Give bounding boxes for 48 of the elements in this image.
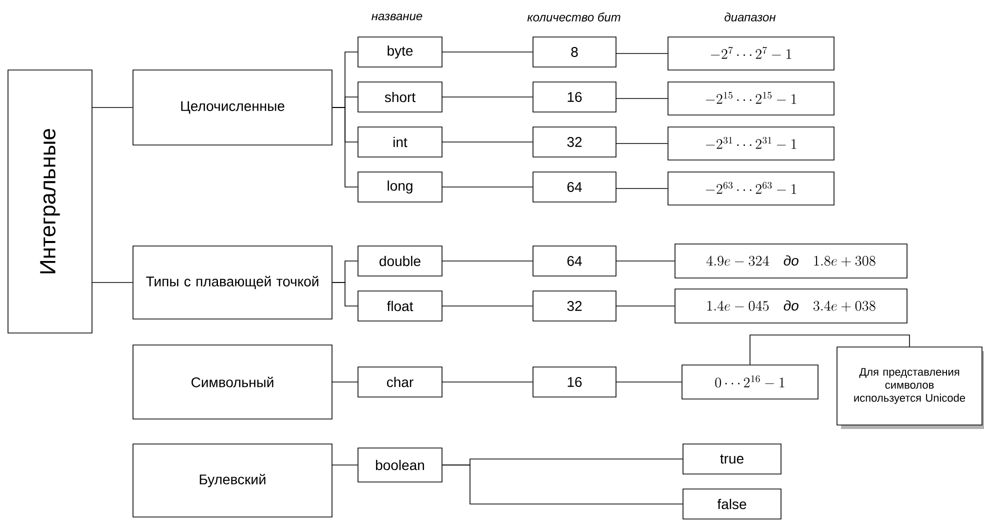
connector-line (750, 334, 910, 365)
connector-line (92, 282, 133, 283)
range-box: $4.9e-324\quad \text{\textit{до}}\quad 1.8e+308$ (674, 244, 908, 278)
group-box: Булевский (132, 444, 332, 518)
connector-line (332, 107, 358, 188)
type-box: 16 (532, 366, 616, 398)
type-box: 64 (532, 246, 616, 276)
type-box: 32 (532, 290, 616, 322)
type-box: byte (358, 36, 442, 68)
range-box: $1.4e-045\quad \text{\textit{до}}\quad 3.4e+038$ (674, 288, 908, 324)
group-box: Целочисленные (132, 70, 332, 146)
connector-line (616, 53, 668, 54)
connector-line (616, 143, 668, 144)
connector-line (616, 260, 675, 262)
type-box: float (358, 290, 442, 322)
range-box: $0\cdots 2^{16}-1$ (682, 364, 818, 400)
connector-line (616, 98, 668, 99)
type-box: 64 (532, 172, 616, 202)
group-box: Типы с плавающей точкой (132, 246, 332, 320)
type-box: int (358, 126, 442, 158)
range-box: $-2^{7}\cdots 2^{7}-1$ (668, 36, 834, 70)
type-box: double (358, 246, 442, 276)
type-box: boolean (358, 448, 442, 482)
connector-line (332, 464, 358, 466)
type-box: true (682, 444, 782, 474)
column-heading: количество бит (527, 12, 620, 22)
connector-line (442, 96, 533, 98)
range-box: $-2^{63}\cdots 2^{63}-1$ (668, 172, 834, 206)
connector-line (442, 186, 533, 188)
type-box: 32 (532, 126, 616, 158)
connector-line (616, 188, 668, 189)
group-box: Символьный (132, 344, 332, 420)
note-box: Для представления символов используется Unicode (836, 346, 982, 426)
type-box: char (358, 366, 442, 398)
connector-line (332, 282, 358, 306)
column-heading: название (372, 14, 422, 20)
range-box: $-2^{31}\cdots 2^{31}-1$ (668, 126, 834, 160)
connector-line (442, 260, 533, 262)
connector-line (92, 107, 133, 108)
range-box: $-2^{15}\cdots 2^{15}-1$ (668, 82, 834, 116)
type-box: false (682, 488, 782, 520)
type-box: long (358, 172, 442, 202)
type-box: short (358, 82, 442, 112)
type-box: 8 (532, 36, 616, 68)
connector-line (442, 464, 683, 504)
type-box: 16 (532, 82, 616, 112)
column-heading: диапазон (724, 12, 776, 22)
category-box: Интегральные (8, 70, 92, 334)
